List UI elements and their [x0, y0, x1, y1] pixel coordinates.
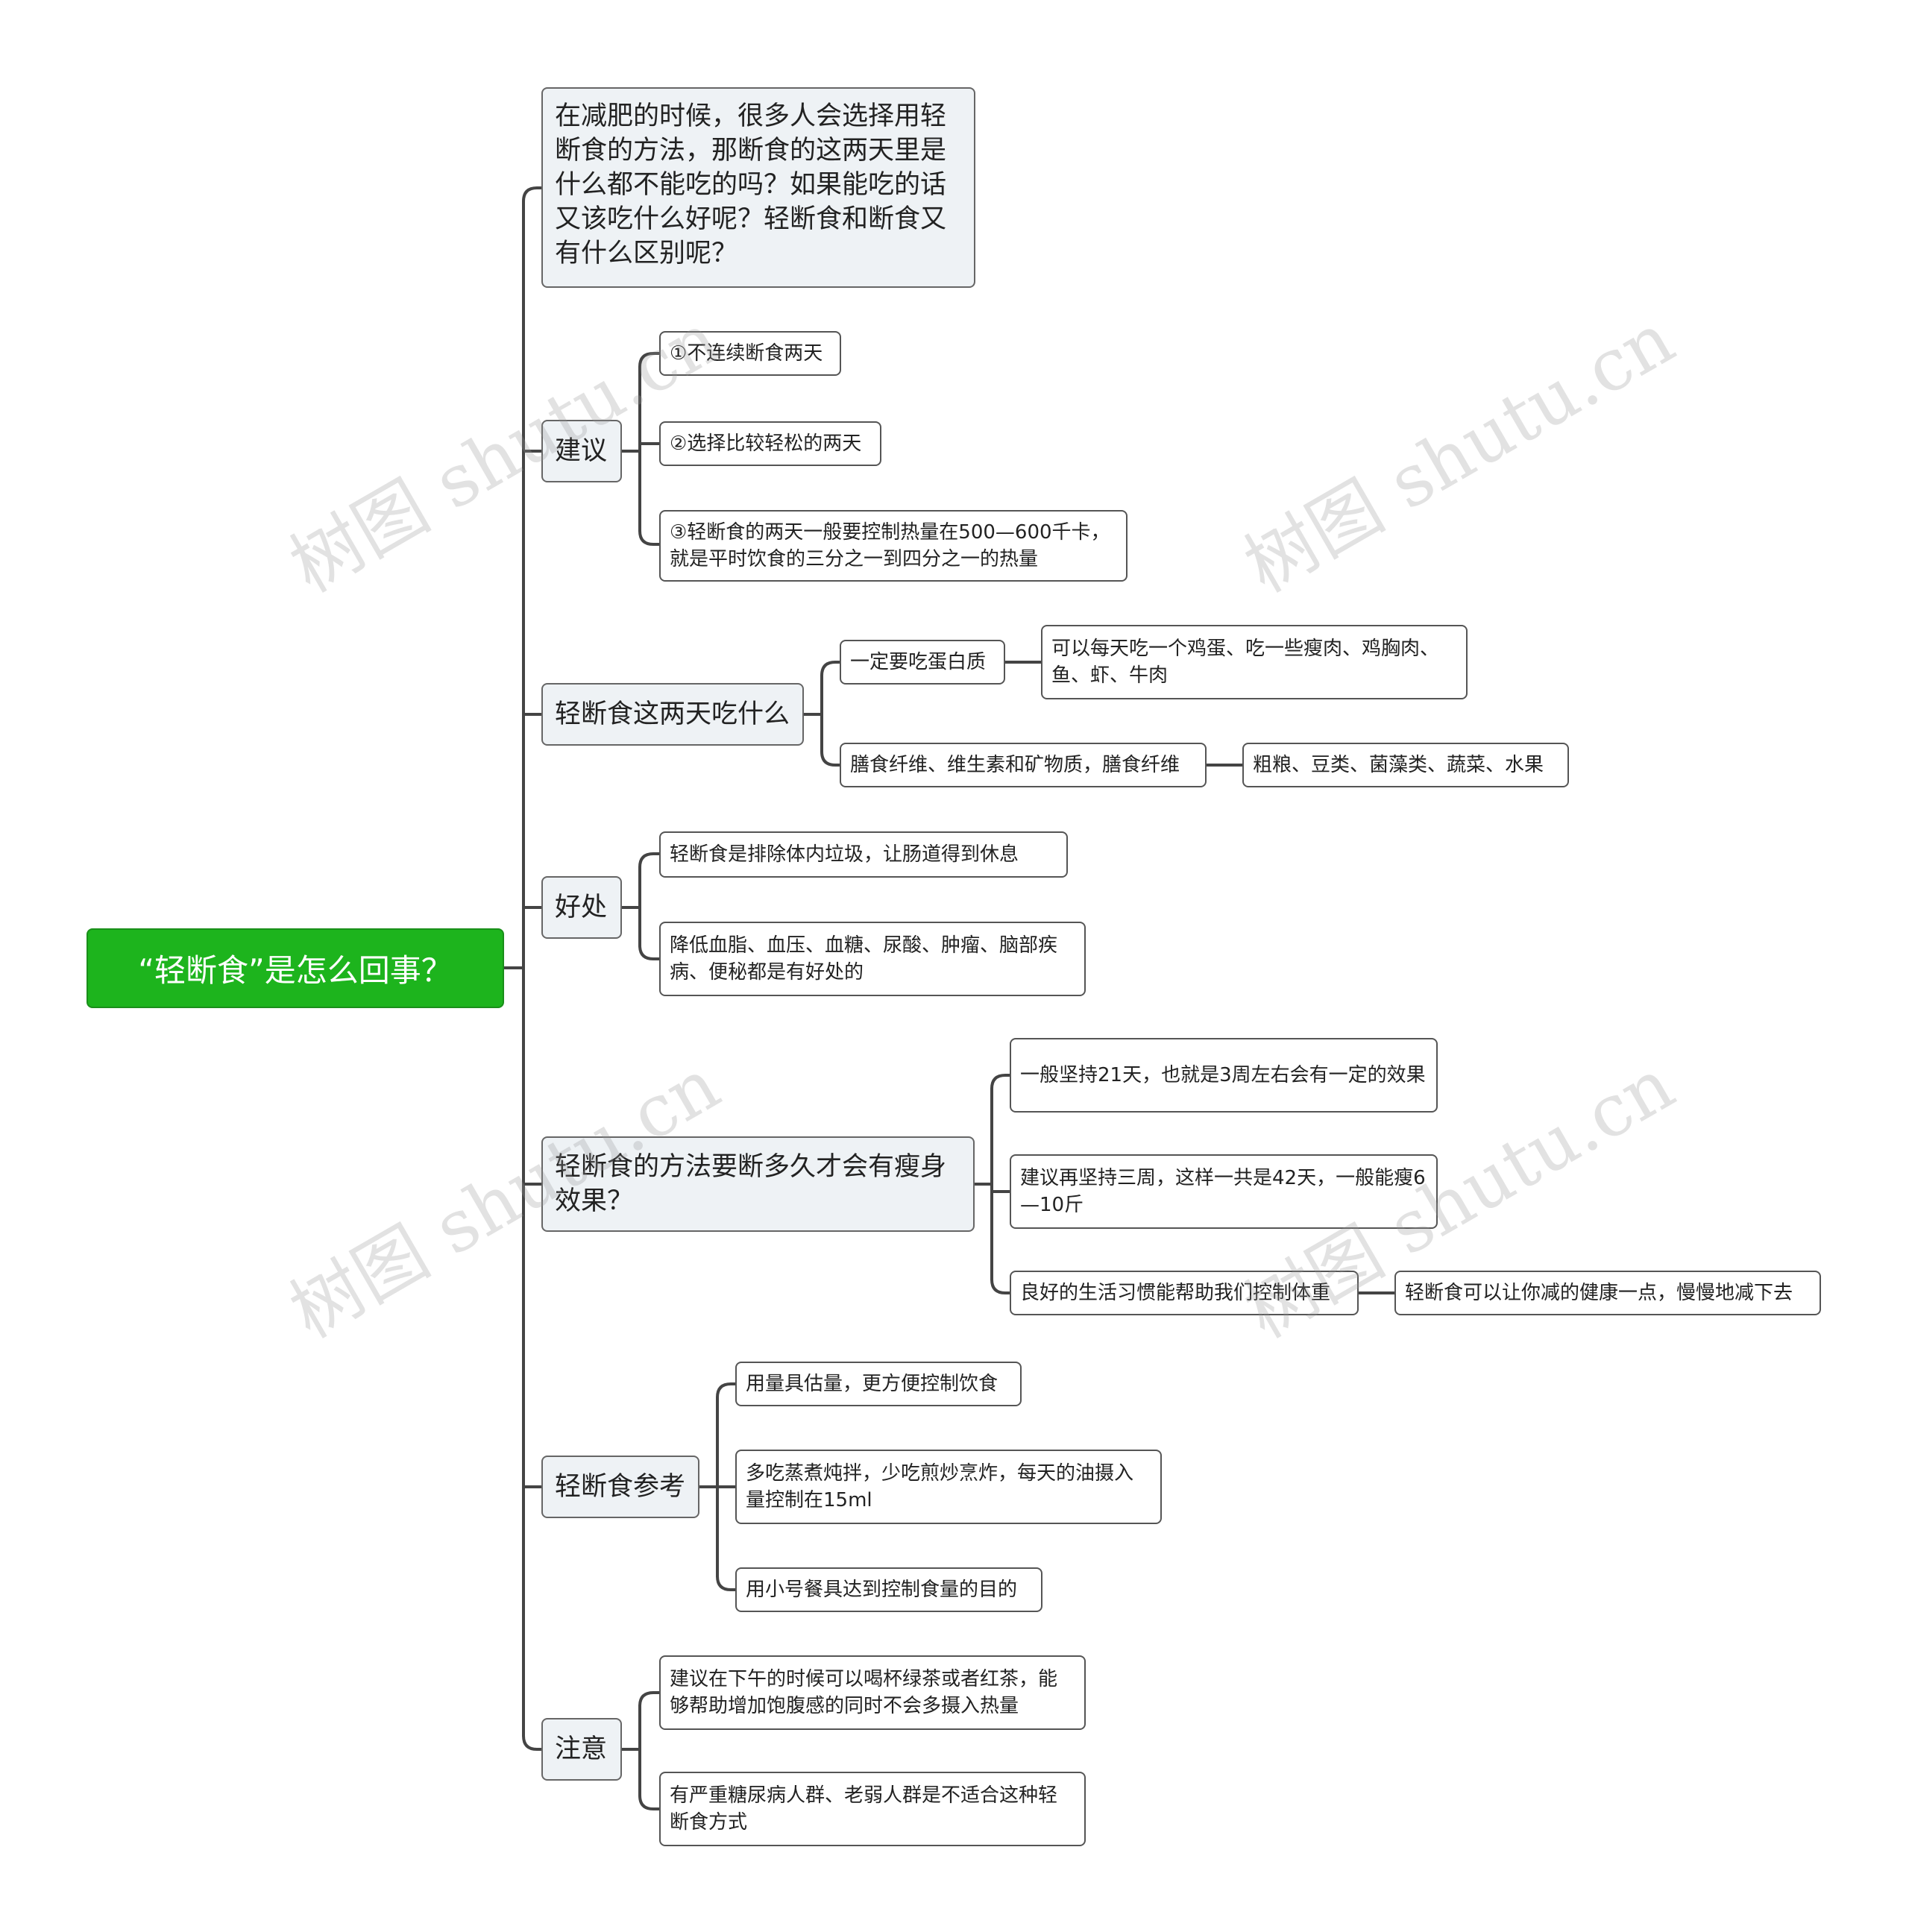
duration-item-2[interactable]: 建议再坚持三周，这样一共是42天，一般能瘦6—10斤	[1010, 1154, 1438, 1229]
advice-item-2[interactable]: ②选择比较轻松的两天	[659, 421, 881, 466]
branch-what-to-eat[interactable]: 轻断食这两天吃什么	[541, 683, 804, 746]
branch-notes[interactable]: 注意	[541, 1718, 622, 1781]
benefit-item-2[interactable]: 降低血脂、血压、血糖、尿酸、肿瘤、脑部疾病、便秘都是有好处的	[659, 922, 1086, 996]
intro-topic[interactable]: 在减肥的时候，很多人会选择用轻断食的方法，那断食的这两天里是什么都不能吃的吗？如…	[541, 87, 975, 288]
branch-benefits[interactable]: 好处	[541, 876, 622, 939]
branch-duration[interactable]: 轻断食的方法要断多久才会有瘦身效果？	[541, 1136, 975, 1232]
note-item-1[interactable]: 建议在下午的时候可以喝杯绿茶或者红茶，能够帮助增加饱腹感的同时不会多摄入热量	[659, 1655, 1086, 1730]
branch-reference[interactable]: 轻断食参考	[541, 1456, 699, 1518]
duration-item-1[interactable]: 一般坚持21天，也就是3周左右会有一定的效果	[1010, 1038, 1438, 1113]
note-item-2[interactable]: 有严重糖尿病人群、老弱人群是不适合这种轻断食方式	[659, 1772, 1086, 1846]
protein-detail[interactable]: 可以每天吃一个鸡蛋、吃一些瘦肉、鸡胸肉、鱼、虾、牛肉	[1041, 625, 1468, 699]
benefit-item-1[interactable]: 轻断食是排除体内垃圾，让肠道得到休息	[659, 831, 1068, 878]
reference-item-3[interactable]: 用小号餐具达到控制食量的目的	[735, 1567, 1042, 1612]
fiber-detail[interactable]: 粗粮、豆类、菌藻类、蔬菜、水果	[1242, 743, 1569, 787]
advice-item-3[interactable]: ③轻断食的两天一般要控制热量在500—600千卡，就是平时饮食的三分之一到四分之…	[659, 510, 1128, 582]
branch-advice[interactable]: 建议	[541, 420, 622, 482]
duration-item-3[interactable]: 良好的生活习惯能帮助我们控制体重	[1010, 1271, 1359, 1315]
root-topic[interactable]: “轻断食”是怎么回事？	[87, 928, 504, 1008]
fiber-node[interactable]: 膳食纤维、维生素和矿物质，膳食纤维	[840, 743, 1207, 787]
advice-item-1[interactable]: ①不连续断食两天	[659, 331, 841, 376]
protein-node[interactable]: 一定要吃蛋白质	[840, 640, 1005, 685]
habit-detail[interactable]: 轻断食可以让你减的健康一点，慢慢地减下去	[1394, 1271, 1821, 1315]
reference-item-1[interactable]: 用量具估量，更方便控制饮食	[735, 1362, 1022, 1406]
reference-item-2[interactable]: 多吃蒸煮炖拌，少吃煎炒烹炸，每天的油摄入量控制在15ml	[735, 1450, 1162, 1524]
